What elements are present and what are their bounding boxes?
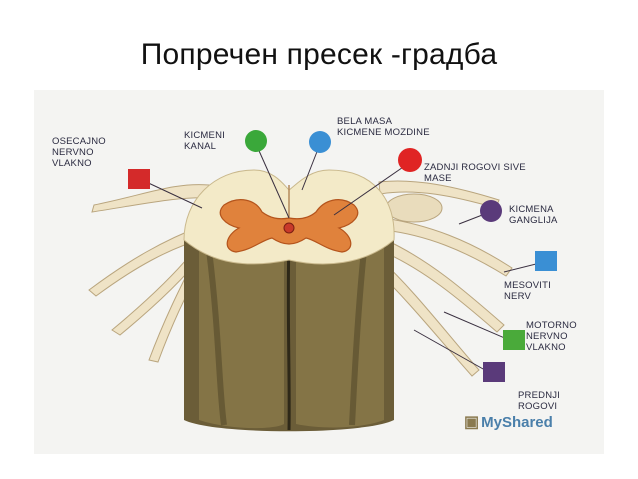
label-osecajno: OSECAJNO NERVNO VLAKNO (52, 136, 106, 169)
label-prednji-rogovi: PREDNJI ROGOVI (518, 390, 561, 412)
marker-motorno (503, 330, 525, 350)
spinal-cord-drawing (88, 130, 557, 432)
right-nerve-bottom (373, 257, 480, 377)
marker-prednji-rogovi (483, 362, 505, 382)
myshared-logo-icon: ▣ (464, 414, 480, 431)
marker-mesoviti-nerv (535, 251, 557, 271)
label-kicmeni-kanal: KICMENI KANAL (184, 130, 225, 152)
right-nerve-lower (383, 239, 505, 333)
label-kicmena-ganglija: KICMENA GANGLIJA (509, 204, 558, 226)
central-canal (283, 222, 295, 234)
left-nerve-middle (88, 224, 207, 297)
label-mesoviti-nerv: MESOVITI NERV (504, 280, 551, 302)
ganglion-shape (385, 193, 443, 223)
slide-title: Попречен пресек -градба (140, 38, 498, 71)
label-zadnji-rogovi: ZADNJI ROGOVI SIVE MASE (424, 162, 526, 184)
marker-bela-masa (309, 131, 331, 153)
left-nerve-upper (91, 184, 213, 213)
right-nerve-middle (383, 217, 513, 277)
marker-kicmena-ganglija (480, 200, 502, 222)
spinal-cord-illustration: OSECAJNO NERVNO VLAKNO KICMENI KANAL BEL… (34, 90, 604, 454)
label-bela-masa: BELA MASA KICMENE MOZDINE (337, 116, 430, 138)
marker-zadnji-rogovi (398, 148, 422, 172)
marker-osecajno (128, 169, 150, 189)
watermark: ▣MyShared (464, 412, 553, 432)
marker-kicmeni-kanal (245, 130, 267, 152)
watermark-text: MyShared (481, 414, 553, 431)
label-motorno: MOTORNO NERVNO VLAKNO (526, 320, 577, 353)
